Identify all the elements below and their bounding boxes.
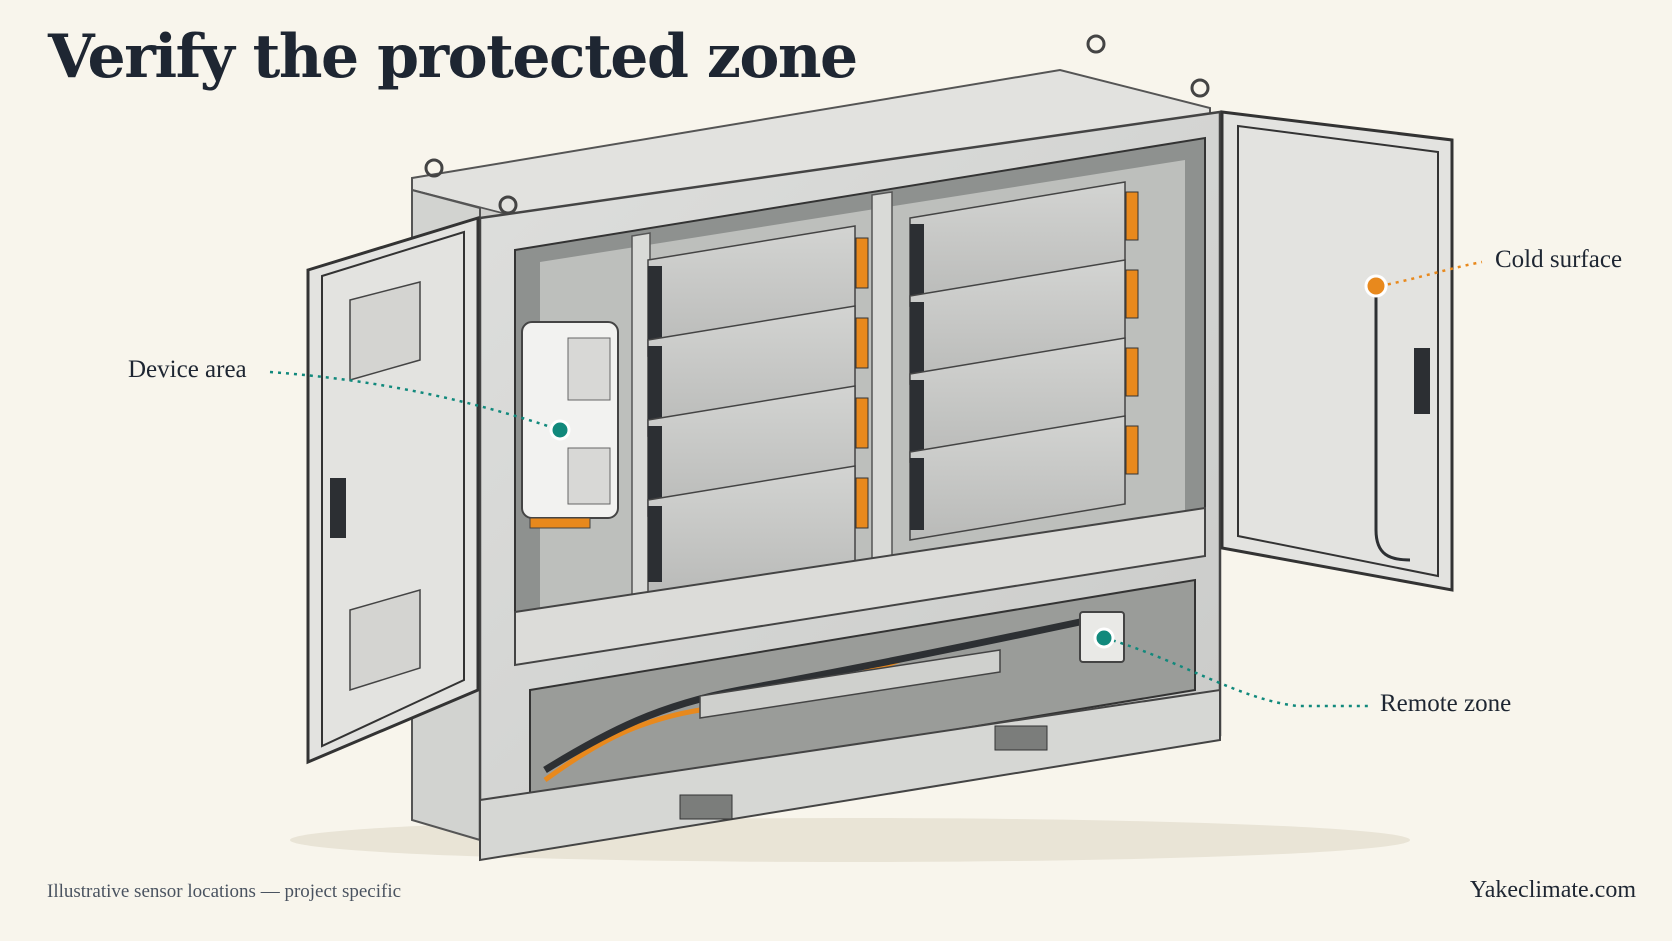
battery-stack-right xyxy=(909,181,1139,541)
brand-link[interactable]: Yakeclimate.com xyxy=(1469,877,1636,903)
door-handle xyxy=(1414,348,1430,414)
right-door xyxy=(1220,110,1454,592)
divider-post xyxy=(871,191,893,581)
remote-zone-label: Remote zone xyxy=(1380,690,1512,717)
page-title: Verify the protected zone xyxy=(48,22,858,92)
leader-remote-zone xyxy=(1104,636,1368,708)
busbar-tray xyxy=(699,649,1001,719)
climate-device xyxy=(521,321,619,529)
footer-note: Illustrative sensor locations — project … xyxy=(47,881,402,902)
door-handle xyxy=(330,478,346,538)
cold-surface-label: Cold surface xyxy=(1495,246,1623,273)
device-area-marker xyxy=(549,419,571,441)
forklift-slot xyxy=(679,794,733,820)
left-door xyxy=(306,215,480,765)
remote-zone-marker xyxy=(1093,627,1115,649)
cold-surface-marker xyxy=(1364,274,1388,298)
door-vent xyxy=(349,589,421,692)
device-area-label: Device area xyxy=(128,356,247,383)
sensor-cable xyxy=(1374,288,1411,562)
lifting-eye xyxy=(424,34,1210,215)
battery-stack-left xyxy=(647,225,869,597)
door-vent xyxy=(349,281,421,381)
forklift-slot xyxy=(994,725,1048,751)
leader-device-area xyxy=(269,370,561,432)
compartment-shelf xyxy=(514,506,1206,667)
